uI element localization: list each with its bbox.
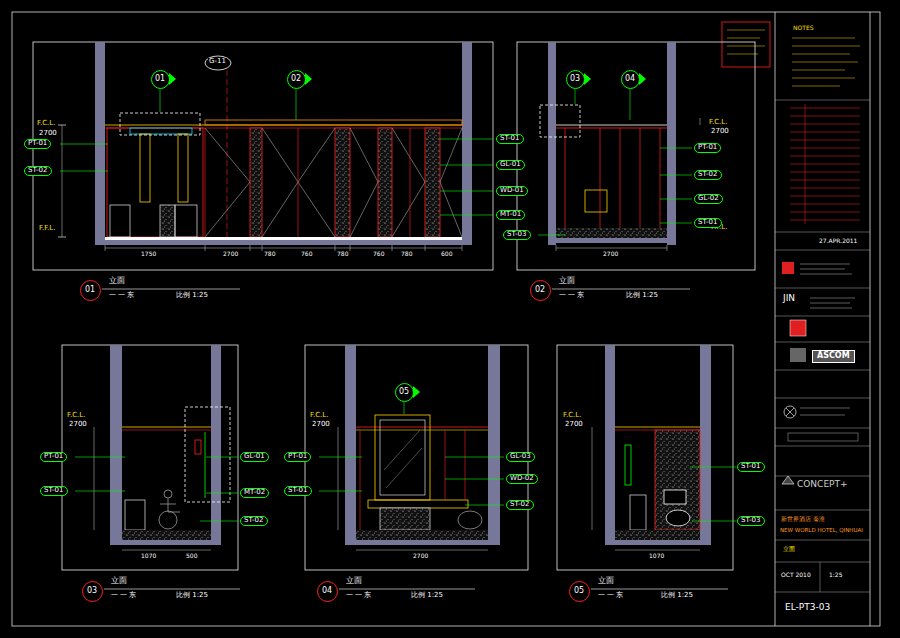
material-tag: ST-02 (506, 500, 534, 510)
dimension-text: 500 (185, 553, 198, 560)
material-tag: MT-02 (240, 488, 269, 498)
material-tag: ST-03 (737, 516, 765, 526)
material-tag: PT-01 (24, 139, 51, 149)
annotation-text: 比例 1:25 (625, 292, 659, 300)
dimension-text: 2700 (222, 251, 239, 258)
material-tag: GL-03 (506, 452, 535, 462)
material-tag: PT-01 (694, 143, 721, 153)
view-number: 02 (535, 286, 545, 294)
annotation-text: 立面 (597, 577, 615, 586)
dimension-text: 1070 (648, 553, 665, 560)
annotation-text: 2700 (564, 421, 584, 429)
material-tag: ST-02 (694, 170, 722, 180)
view-number: 04 (322, 587, 332, 595)
dimension-text: 760 (300, 251, 313, 258)
annotation-text: EL-PT3-03 (784, 603, 831, 613)
annotation-text: F.C.L. (309, 412, 329, 420)
view-number-circle: 02 (530, 280, 551, 301)
dimension-text: 2700 (602, 251, 619, 258)
view-number: 03 (87, 587, 97, 595)
annotation-text: 比例 1:25 (660, 592, 694, 600)
dimension-text: 600 (440, 251, 453, 258)
view-number: 01 (85, 286, 95, 294)
annotation-text: 一 一 东 (345, 592, 372, 600)
material-tag: ST-01 (737, 462, 765, 472)
annotation-text: 新世界酒店 秦淮 (780, 516, 826, 523)
annotation-text: F.C.L. (562, 412, 582, 420)
dimension-text: 1070 (140, 553, 157, 560)
material-tag: WD-01 (496, 186, 528, 196)
annotation-text: F.C.L. (708, 119, 728, 127)
dimension-text: 780 (336, 251, 349, 258)
annotation-text: 2700 (38, 130, 58, 138)
dimension-text: 780 (400, 251, 413, 258)
dimension-text: 2700 (412, 553, 429, 560)
material-tag: ST-01 (496, 134, 524, 144)
annotation-text: F.C.L. (36, 120, 56, 128)
material-tag: PT-01 (40, 452, 67, 462)
annotation-text: NOTES (792, 25, 814, 32)
annotation-text: 27.APR.2011 (818, 238, 858, 245)
material-tag: ST-01 (694, 218, 722, 228)
annotation-text: F.C.L. (66, 412, 86, 420)
material-tag: GL-01 (240, 452, 269, 462)
dimension-text: 1750 (140, 251, 157, 258)
annotation-text: 立面 (558, 277, 576, 286)
annotation-text: 立面 (345, 577, 363, 586)
annotation-text: 2700 (311, 421, 331, 429)
annotation-text: G-11 (208, 58, 227, 66)
dimension-text: 760 (372, 251, 385, 258)
callout-number: 05 (395, 383, 414, 402)
view-number-circle: 03 (82, 581, 103, 602)
material-tag: ST-03 (503, 230, 531, 240)
annotation-text: 一 一 东 (597, 592, 624, 600)
annotation-text: NEW WORLD HOTEL, QINHUAI (779, 527, 864, 533)
material-tag: GL-02 (694, 194, 723, 204)
annotation-text: 立面 (110, 577, 128, 586)
callout-number: 01 (151, 70, 170, 89)
annotation-text: 立面 (108, 277, 126, 286)
logo-text: ASCOM (812, 350, 855, 363)
material-tag: WD-02 (506, 474, 538, 484)
annotation-text: CONCEPT+ (796, 480, 849, 490)
annotation-text: 一 一 东 (558, 292, 585, 300)
annotation-text: 立面 (782, 546, 796, 553)
material-tag: ST-01 (40, 486, 68, 496)
view-number-circle: 01 (80, 280, 101, 301)
material-tag: PT-01 (284, 452, 311, 462)
callout-number: 04 (621, 70, 640, 89)
callout-number: 03 (566, 70, 585, 89)
annotation-text: 比例 1:25 (175, 592, 209, 600)
view-number-circle: 05 (569, 581, 590, 602)
view-number-circle: 04 (317, 581, 338, 602)
annotation-text: 1:25 (828, 572, 843, 579)
view-number: 05 (574, 587, 584, 595)
material-tag: MT-01 (496, 210, 525, 220)
dimension-text: 780 (263, 251, 276, 258)
annotation-text: 比例 1:25 (175, 292, 209, 300)
material-tag: ST-02 (24, 166, 52, 176)
annotation-text: JIN (782, 294, 796, 304)
annotation-text: 一 一 东 (108, 292, 135, 300)
annotation-text: 2700 (68, 421, 88, 429)
annotation-text: OCT 2010 (780, 572, 812, 579)
annotation-text: F.F.L. (38, 225, 56, 233)
callout-number: 02 (287, 70, 306, 89)
material-tag: GL-01 (496, 160, 525, 170)
annotation-text: 一 一 东 (110, 592, 137, 600)
material-tag: ST-02 (240, 516, 268, 526)
material-tag: ST-01 (284, 486, 312, 496)
annotation-text: 2700 (710, 128, 730, 136)
annotation-text: 比例 1:25 (410, 592, 444, 600)
